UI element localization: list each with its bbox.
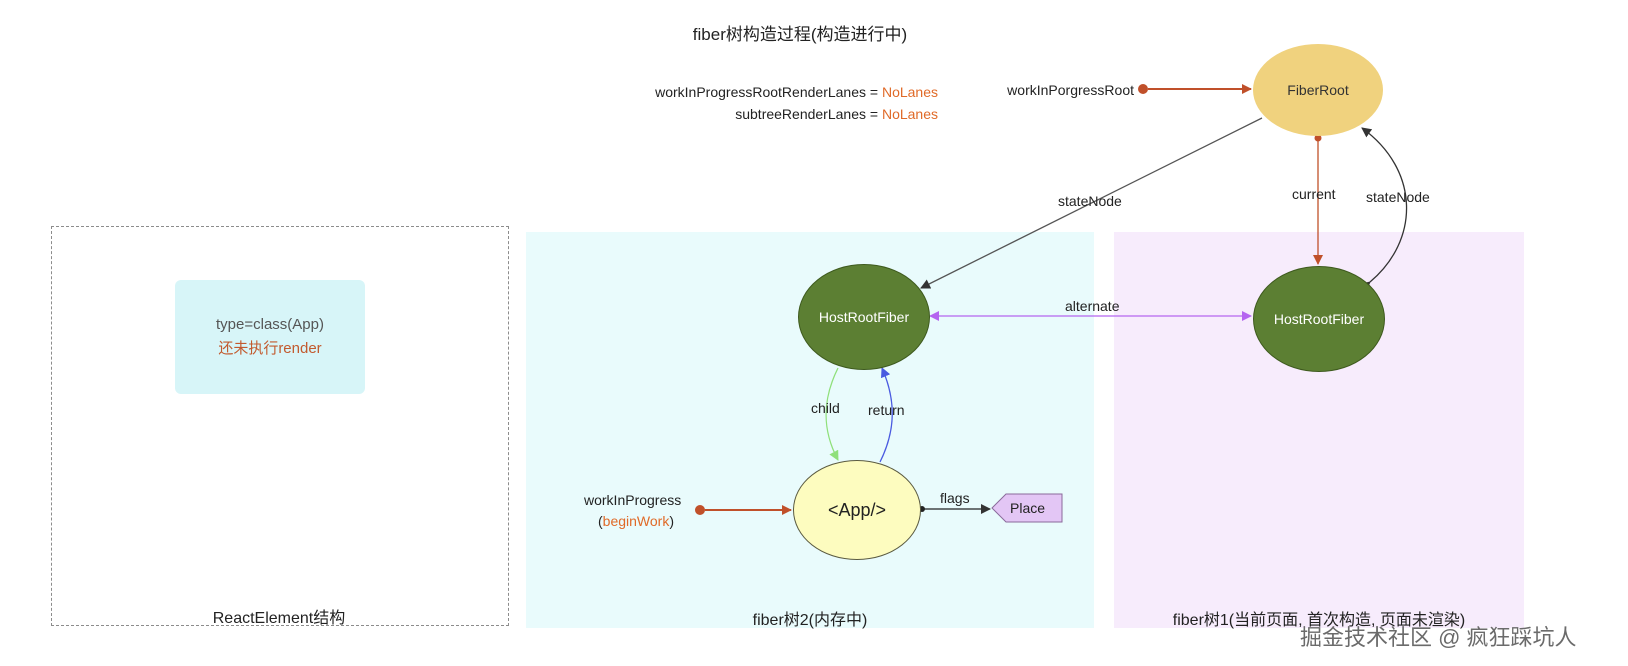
wip-fiber-tree-label: fiber树2(内存中) (752, 612, 868, 629)
react-element-region-label: ReactElement结构 (212, 610, 346, 627)
root-render-lanes-label: workInProgressRootRenderLanes = (655, 84, 882, 100)
wip-root-label: workInPorgressRoot (1007, 82, 1134, 98)
subtree-render-lanes-label: subtreeRenderLanes = (735, 106, 882, 122)
subtree-render-lanes-value: NoLanes (881, 106, 938, 122)
diagram-title: fiber树构造过程(构造进行中) (692, 25, 908, 44)
subtree-render-lanes-line: subtreeRenderLanes = NoLanes (735, 106, 938, 122)
react-element-type: type=class(App) (216, 316, 324, 333)
current-label: current (1292, 186, 1336, 202)
alternate-label: alternate (1065, 298, 1120, 314)
return-arrow (879, 367, 893, 463)
wip-label: workInProgress (584, 492, 682, 508)
wip-function-line: (beginWork) (598, 513, 674, 529)
state-node-label-right: stateNode (1366, 189, 1430, 205)
host-root-fiber-current-node: HostRootFiber (1253, 266, 1385, 372)
react-element-box: type=class(App) 还未执行render (175, 280, 365, 394)
flags-label: flags (940, 490, 970, 506)
place-node-shape (991, 493, 1063, 523)
child-arrow (825, 367, 839, 461)
wip-pointer-arrow (695, 505, 792, 515)
root-render-lanes-line: workInProgressRootRenderLanes = NoLanes (655, 84, 938, 100)
current-fiber-tree-label: fiber树1(当前页面, 首次构造, 页面未渲染) (1172, 612, 1466, 629)
app-node: <App/> (793, 460, 921, 560)
root-render-lanes-value: NoLanes (881, 84, 938, 100)
watermark: 掘金技术社区 @ 疯狂踩坑人 (1300, 625, 1577, 650)
host-root-fiber-wip-node: HostRootFiber (798, 264, 930, 370)
react-element-note: 还未执行render (218, 340, 322, 357)
return-label: return (868, 402, 905, 418)
current-arrow (1313, 134, 1323, 265)
wip-paren-close: ) (669, 513, 675, 529)
state-node-arrow-left (920, 117, 1263, 289)
state-node-label-left: stateNode (1058, 193, 1122, 209)
place-node-label: Place (1010, 500, 1046, 516)
wip-root-pointer-arrow (1138, 84, 1252, 94)
flags-arrow (919, 504, 991, 514)
wip-paren-open: ( (598, 513, 603, 529)
fiber-root-node: FiberRoot (1253, 44, 1383, 136)
state-node-arrow-right (1359, 127, 1408, 292)
wip-function-label: beginWork (602, 513, 670, 529)
child-label: child (811, 400, 840, 416)
